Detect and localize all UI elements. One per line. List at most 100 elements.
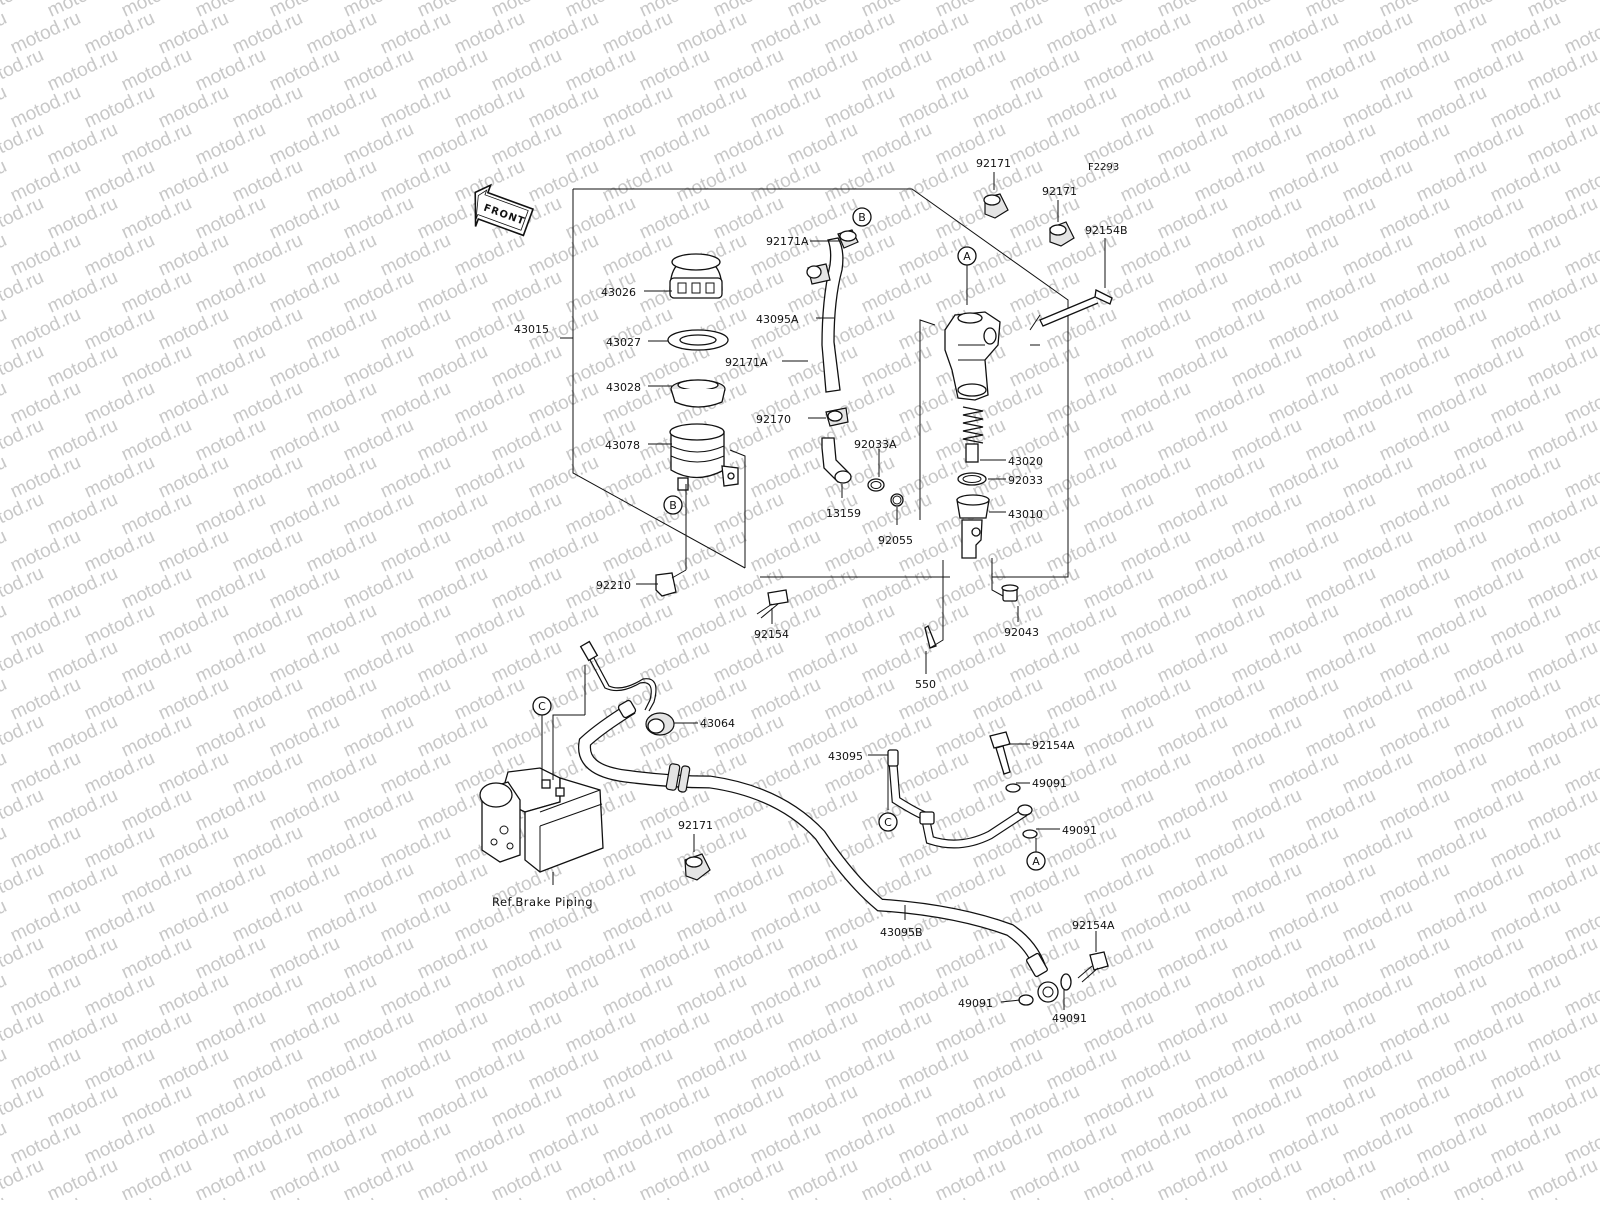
part-label: 92171A — [766, 235, 809, 248]
watermark-text: motod.ru — [821, 156, 898, 207]
part-label: 43026 — [601, 286, 636, 299]
watermark-text: motod.ru — [1191, 526, 1268, 577]
watermark-text: motod.ru — [1191, 304, 1268, 355]
watermark-text: motod.ru — [266, 1155, 343, 1200]
watermark-text: motod.ru — [1228, 1155, 1305, 1200]
hose-fitting — [821, 437, 852, 484]
part-label: 49091 — [1062, 824, 1097, 837]
watermark-text: motod.ru — [1117, 526, 1194, 577]
watermark-text: motod.ru — [1339, 82, 1416, 133]
watermark-text: motod.ru — [1117, 1044, 1194, 1095]
watermark-text: motod.ru — [1339, 896, 1416, 947]
watermark-text: motod.ru — [1376, 785, 1453, 836]
watermark-text: motod.ru — [1487, 304, 1564, 355]
watermark-text: motod.ru — [7, 156, 84, 207]
watermark-text: motod.ru — [192, 45, 269, 96]
watermark-text: motod.ru — [488, 1081, 565, 1132]
watermark-text: motod.ru — [1487, 1044, 1564, 1095]
watermark-text: motod.ru — [0, 711, 47, 762]
watermark-text: motod.ru — [1339, 600, 1416, 651]
watermark-text: motod.ru — [0, 341, 47, 392]
watermark-text: motod.ru — [1413, 1192, 1490, 1200]
watermark-text: motod.ru — [451, 970, 528, 1021]
watermark-text: motod.ru — [340, 859, 417, 910]
watermark-text: motod.ru — [710, 933, 787, 984]
clamp-92171-lower — [684, 853, 711, 881]
part-label: 92171 — [976, 157, 1011, 170]
watermark-text: motod.ru — [7, 822, 84, 873]
watermark-text: motod.ru — [747, 600, 824, 651]
watermark-text: motod.ru — [44, 933, 121, 984]
watermark-text: motod.ru — [155, 82, 232, 133]
watermark-text: motod.ru — [747, 896, 824, 947]
part-label: 43095B — [880, 926, 923, 939]
watermark-text: motod.ru — [1006, 711, 1083, 762]
watermark-text: motod.ru — [414, 119, 491, 170]
part-label: 92171 — [1042, 185, 1077, 198]
callout-a-top: A — [957, 246, 977, 266]
watermark-text: motod.ru — [414, 1155, 491, 1200]
watermark-text: motod.ru — [81, 674, 158, 725]
watermark-text: motod.ru — [932, 637, 1009, 688]
watermark-text: motod.ru — [266, 415, 343, 466]
watermark-text: motod.ru — [710, 45, 787, 96]
watermark-text: motod.ru — [1154, 1155, 1231, 1200]
watermark-text: motod.ru — [1117, 8, 1194, 59]
watermark-text: motod.ru — [1117, 1118, 1194, 1169]
watermark-text: motod.ru — [525, 156, 602, 207]
watermark-text: motod.ru — [451, 674, 528, 725]
watermark-text: motod.ru — [1524, 637, 1600, 688]
watermark-text: motod.ru — [562, 1081, 639, 1132]
watermark-text: motod.ru — [1524, 859, 1600, 910]
watermark-text: motod.ru — [710, 1155, 787, 1200]
watermark-text: motod.ru — [118, 933, 195, 984]
watermark-text: motod.ru — [0, 45, 47, 96]
watermark-text: motod.ru — [0, 896, 10, 947]
watermark-text: motod.ru — [340, 711, 417, 762]
watermark-text: motod.ru — [1302, 1007, 1379, 1058]
watermark-text: motod.ru — [562, 1007, 639, 1058]
watermark-text: motod.ru — [229, 600, 306, 651]
watermark-text: motod.ru — [229, 674, 306, 725]
watermark-text: motod.ru — [710, 1081, 787, 1132]
watermark-text: motod.ru — [1117, 896, 1194, 947]
watermark-text: motod.ru — [1265, 1118, 1342, 1169]
watermark-text: motod.ru — [192, 785, 269, 836]
part-label: 49091 — [1052, 1012, 1087, 1025]
watermark-text: motod.ru — [1561, 1192, 1600, 1200]
watermark-text: motod.ru — [636, 193, 713, 244]
watermark-text: motod.ru — [1191, 896, 1268, 947]
watermark-text: motod.ru — [44, 415, 121, 466]
watermark-text: motod.ru — [1376, 1155, 1453, 1200]
watermark-text: motod.ru — [673, 1118, 750, 1169]
watermark-text: motod.ru — [1228, 859, 1305, 910]
watermark-text: motod.ru — [1413, 970, 1490, 1021]
watermark-text: motod.ru — [562, 193, 639, 244]
watermark-text: motod.ru — [266, 119, 343, 170]
watermark-text: motod.ru — [118, 711, 195, 762]
part-label: 43027 — [606, 336, 641, 349]
watermark-text: motod.ru — [266, 1081, 343, 1132]
watermark-text: motod.ru — [969, 82, 1046, 133]
watermark-text: motod.ru — [636, 1155, 713, 1200]
watermark-text: motod.ru — [858, 341, 935, 392]
watermark-text: motod.ru — [7, 526, 84, 577]
watermark-text: motod.ru — [1450, 859, 1527, 910]
watermark-text: motod.ru — [969, 970, 1046, 1021]
watermark-text: motod.ru — [266, 45, 343, 96]
watermark-text: motod.ru — [377, 1044, 454, 1095]
watermark-text: motod.ru — [81, 156, 158, 207]
watermark-text: motod.ru — [1080, 45, 1157, 96]
watermark-text: motod.ru — [821, 82, 898, 133]
watermark-text: motod.ru — [525, 970, 602, 1021]
watermark-text: motod.ru — [414, 489, 491, 540]
banjo-fitting-lower — [1037, 981, 1059, 1003]
watermark-text: motod.ru — [1228, 267, 1305, 318]
part-label: 92170 — [756, 413, 791, 426]
watermark-text: motod.ru — [562, 489, 639, 540]
watermark-text: motod.ru — [340, 637, 417, 688]
branch-hose — [887, 749, 1033, 849]
watermark-text: motod.ru — [1450, 785, 1527, 836]
watermark-text: motod.ru — [525, 230, 602, 281]
